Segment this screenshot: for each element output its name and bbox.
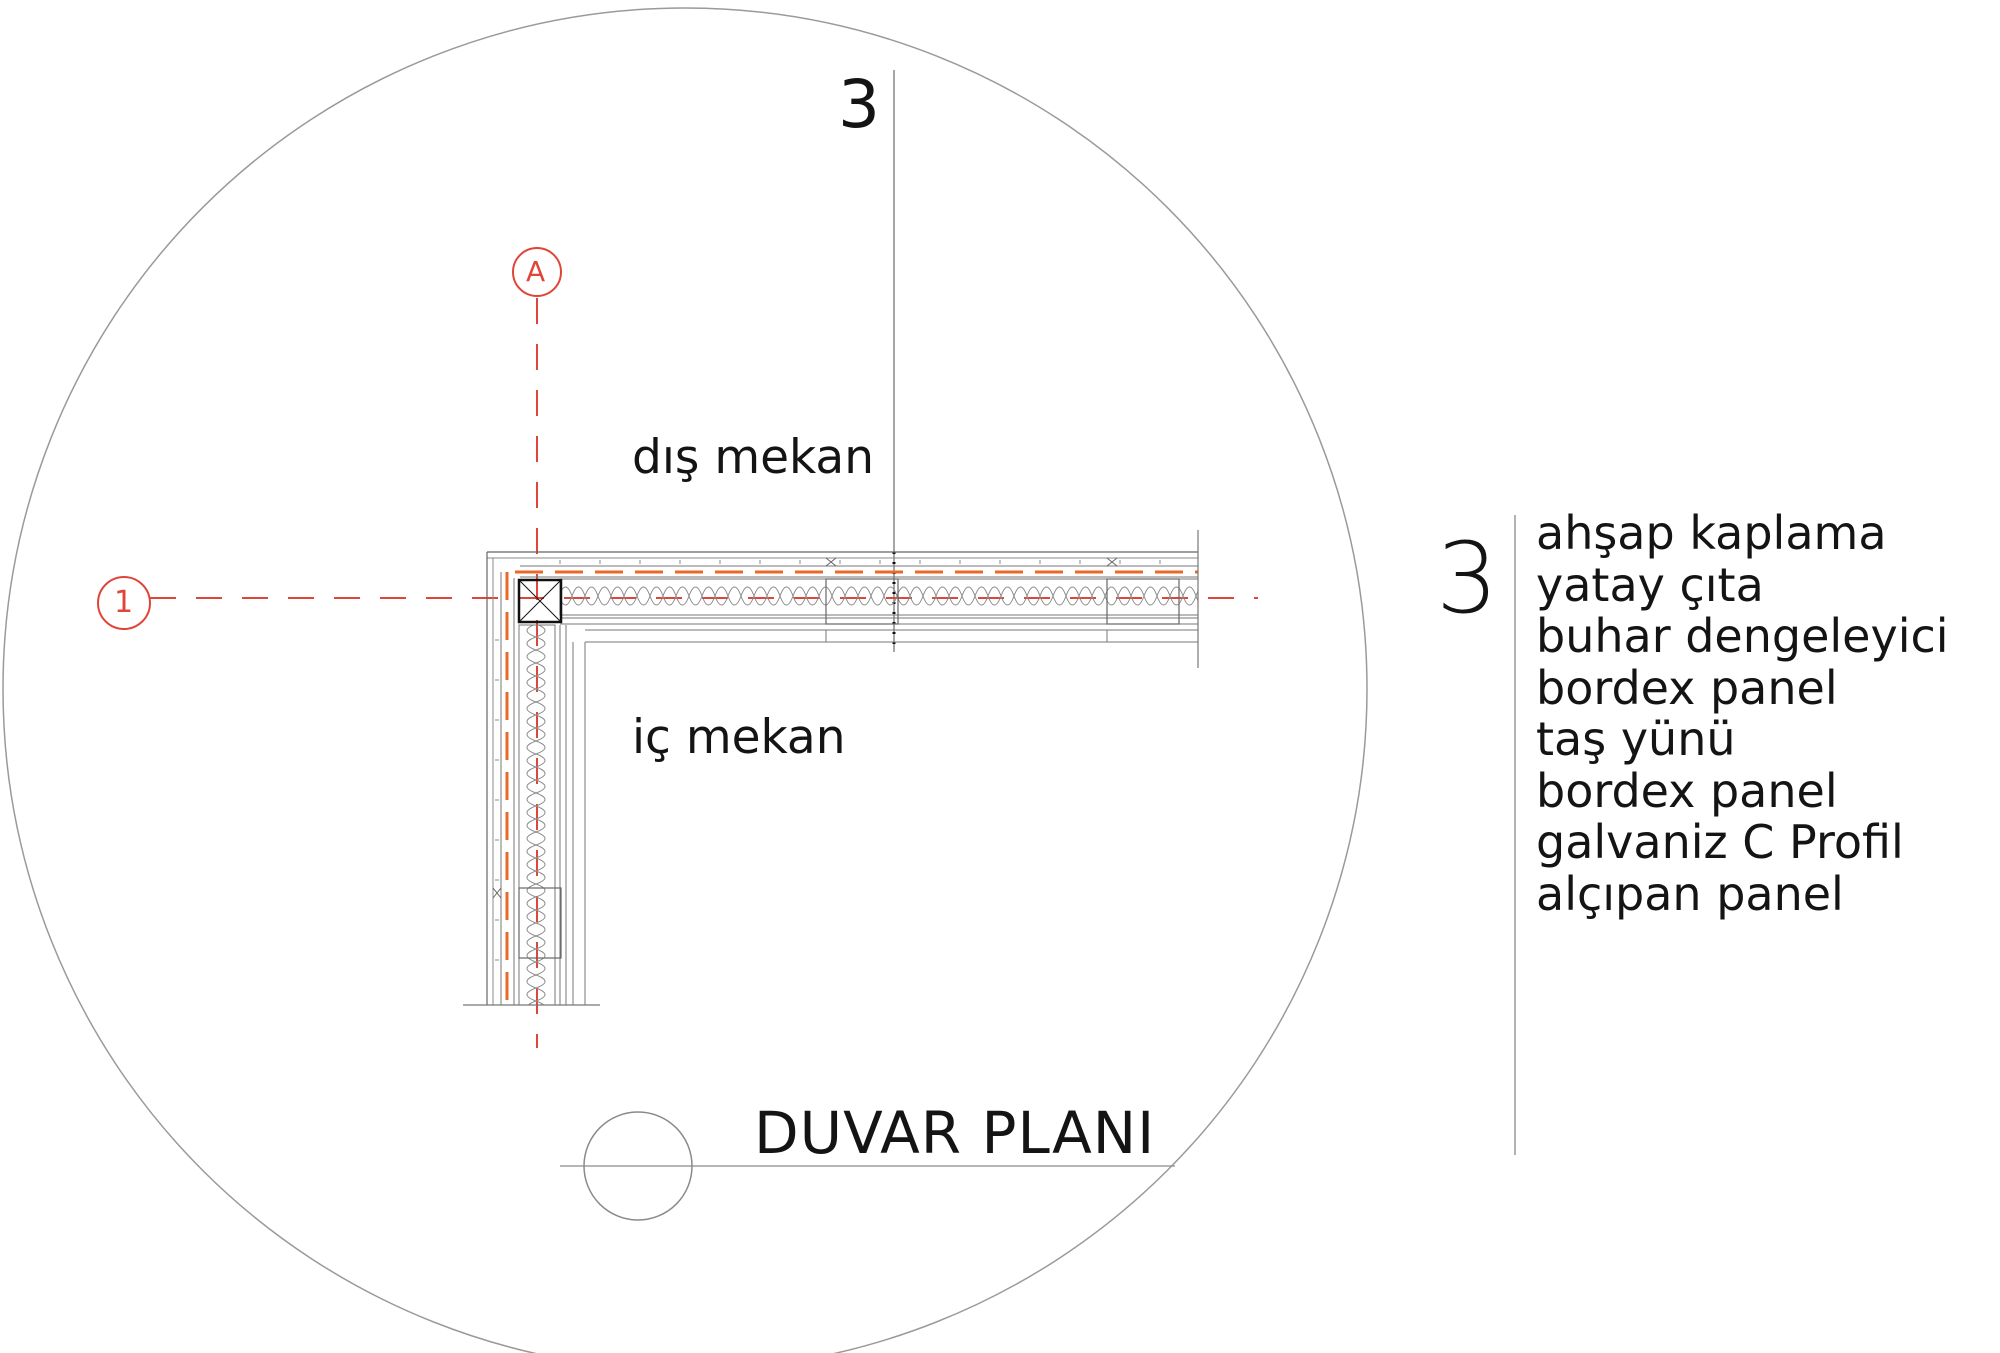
drawing-title: DUVAR PLANI (754, 1099, 1156, 1167)
grid-bubble-1 (97, 576, 151, 630)
layer-item: galvaniz C Profil (1536, 815, 1904, 869)
layer-item: yatay çıta (1536, 557, 1764, 612)
layer-item: bordex panel (1536, 660, 1838, 715)
legend-number: 3 (1436, 522, 1499, 636)
detail-circle (2, 7, 1368, 1353)
layer-item: bordex panel (1536, 763, 1838, 818)
layer-item: taş yünü (1536, 712, 1736, 766)
horizontal-wall (487, 530, 1199, 668)
layer-item: buhar dengeleyici (1536, 609, 1949, 663)
interior-label: iç mekan (632, 710, 846, 765)
grid-label-1: 1 (114, 585, 134, 620)
layer-legend-list: ahşap kaplama yatay çıta buhar dengeleyi… (1536, 506, 1949, 921)
corner-post (517, 578, 563, 624)
layer-item: alçıpan panel (1536, 866, 1844, 921)
grid-bubble-a (512, 247, 562, 297)
section-callout-number: 3 (838, 66, 880, 143)
layer-item: ahşap kaplama (1536, 506, 1887, 560)
vertical-wall (463, 552, 600, 1006)
exterior-label: dış mekan (632, 430, 874, 485)
grid-label-a: A (526, 255, 546, 288)
